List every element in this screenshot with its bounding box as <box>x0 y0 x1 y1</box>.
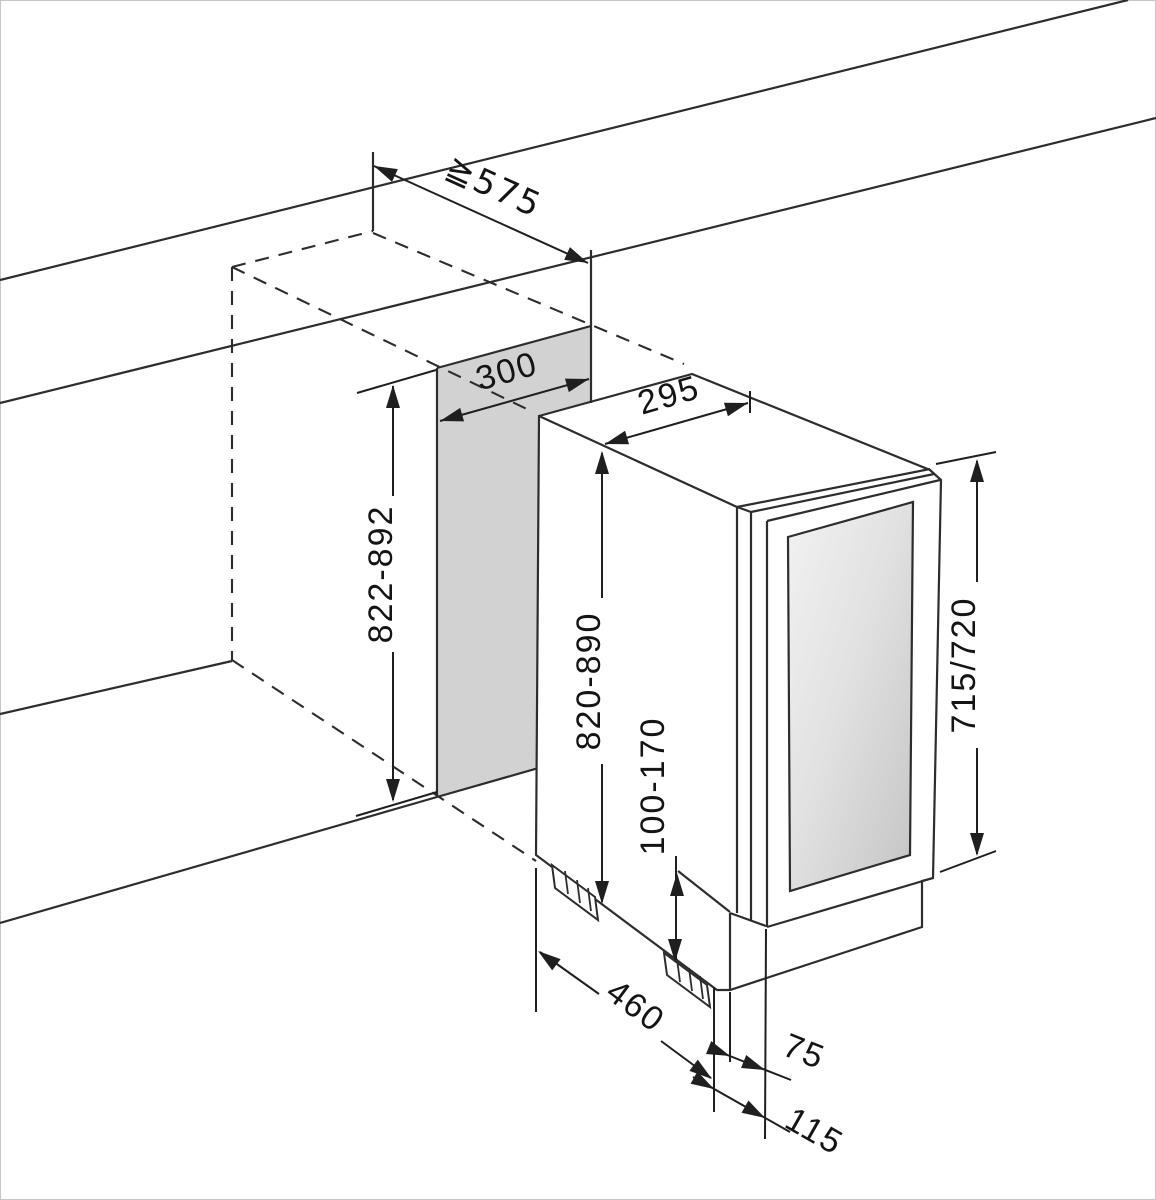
dim-label-counter-depth: ≧575 <box>439 148 548 226</box>
dimension-arrowhead <box>741 1054 765 1070</box>
dimension-arrowhead <box>723 402 748 417</box>
dimension-arrowhead <box>595 881 609 904</box>
dim-plinth-height: 100-170 <box>634 717 684 962</box>
cabinet-floor-back-edge <box>0 659 233 716</box>
dimension-arrowhead <box>386 779 400 802</box>
cabinet-floor-front-edge <box>0 795 438 925</box>
dimension-arrowhead <box>706 1040 730 1056</box>
worktop-back-edge <box>0 0 1129 282</box>
dimension-arrowhead <box>970 833 984 856</box>
carcass-top-front-edge <box>736 467 931 509</box>
dimension-arrowhead <box>670 873 684 896</box>
dim-door-height: 715/720 <box>935 451 997 873</box>
dim-niche-height: 822-892 <box>355 369 438 817</box>
dimension-arrowhead <box>970 459 984 482</box>
dimension-arrowhead <box>595 451 609 474</box>
dimension-arrowhead <box>605 430 630 445</box>
dimension-arrowhead <box>689 1059 712 1079</box>
dim-appliance-height: 820-890 <box>570 451 609 904</box>
dim-counter-depth: ≧575 <box>373 148 589 264</box>
top-face-front-edge <box>538 415 738 508</box>
dimension-arrowhead <box>741 1100 765 1118</box>
adjustable-foot-rear <box>550 862 600 923</box>
dim-label-door-offset: 75 <box>778 1026 831 1077</box>
dim-label-niche-height: 822-892 <box>362 505 400 644</box>
door-front-top-edge <box>766 478 941 523</box>
dimension-arrowhead <box>386 385 400 408</box>
door-back-top-edge <box>750 472 935 514</box>
dimension-arrowhead <box>538 951 561 971</box>
dim-label-door-height: 715/720 <box>945 597 983 734</box>
dimension-arrowhead <box>564 247 588 263</box>
dimension-arrowhead <box>374 166 398 182</box>
door-bottom-edge <box>766 876 934 929</box>
adjustable-foot-front <box>662 950 712 1010</box>
dimension-arrowhead <box>690 1071 714 1089</box>
dim-label-appliance-depth: 460 <box>599 972 672 1040</box>
dimension-arrowhead <box>440 407 465 422</box>
dimension-arrowhead <box>668 939 682 962</box>
niche-hidden-edges <box>230 229 685 862</box>
dim-label-plinth-height: 100-170 <box>634 717 672 856</box>
dim-label-appliance-height: 820-890 <box>570 612 608 751</box>
appliance <box>534 372 943 1010</box>
dimension-arrowhead <box>564 378 589 393</box>
door-glass-panel <box>786 500 915 893</box>
dim-label-plinth-recess: 115 <box>779 1100 850 1163</box>
